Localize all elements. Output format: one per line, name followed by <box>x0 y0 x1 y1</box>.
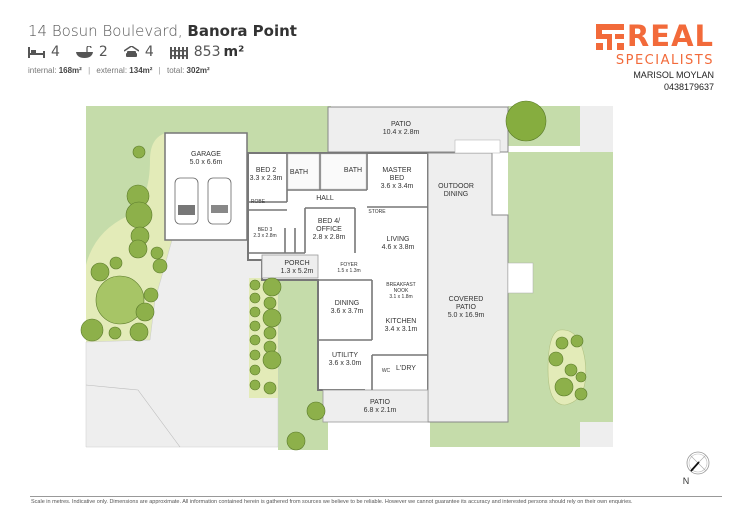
north-compass <box>686 451 710 475</box>
stat-beds: 4 <box>28 44 60 60</box>
land-size: 853 <box>193 44 221 60</box>
room-bath2: BATH <box>343 167 363 174</box>
trees <box>80 100 588 451</box>
total-value: 302m² <box>186 66 210 75</box>
room-bath1: BATH <box>289 169 309 176</box>
cars-count: 4 <box>144 44 154 60</box>
bath-icon <box>75 45 93 58</box>
bed-icon <box>28 46 45 58</box>
baths-count: 2 <box>98 44 108 60</box>
area-summary: internal: 168m² | external: 134m² | tota… <box>28 66 297 75</box>
brand-name: REAL <box>626 19 714 53</box>
divider: | <box>88 66 91 75</box>
street-address: 14 Bosun Boulevard, <box>28 22 183 40</box>
internal-value: 168m² <box>58 66 82 75</box>
suburb: Banora Point <box>187 22 297 40</box>
car-icon <box>123 45 139 57</box>
land-unit: m² <box>223 44 245 60</box>
external-value: 134m² <box>129 66 153 75</box>
total-label: total: <box>166 66 185 75</box>
agent-name: MARISOL MOYLAN <box>633 70 714 80</box>
room-robe1: ROBE <box>250 199 266 205</box>
beds-count: 4 <box>51 44 60 60</box>
internal-label: internal: <box>28 66 57 75</box>
stat-baths: 2 <box>75 44 108 60</box>
brand-sub: SPECIALISTS <box>615 53 714 68</box>
listing-stats: 4 2 4 853 m² <box>28 44 297 60</box>
lawn-bottom <box>430 422 580 447</box>
listing-title: 14 Bosun Boulevard, Banora Point <box>28 22 297 40</box>
room-store: STORE <box>368 209 386 215</box>
agency-logo: REAL SPECIALISTS MARISOL MOYLAN 04381796… <box>595 19 714 92</box>
fence-icon <box>169 46 188 59</box>
room-hall: HALL <box>316 195 334 202</box>
listing-header: 14 Bosun Boulevard, Banora Point 4 2 4 8… <box>28 22 297 75</box>
divider: | <box>158 66 161 75</box>
compass-label: N <box>682 476 690 486</box>
house <box>164 106 534 423</box>
stat-land: 853 m² <box>169 44 245 60</box>
stat-cars: 4 <box>123 44 154 60</box>
agent-phone[interactable]: 0438179637 <box>663 82 714 92</box>
paving-ne <box>580 106 613 152</box>
footer-divider <box>30 496 722 497</box>
paving-se <box>580 422 613 447</box>
real-logo-mark-icon <box>595 23 624 50</box>
room-wc: WC <box>381 368 391 374</box>
room-laundry: L'DRY <box>396 365 416 372</box>
disclaimer: Scale in metres. Indicative only. Dimens… <box>31 499 633 505</box>
external-label: external: <box>96 66 128 75</box>
